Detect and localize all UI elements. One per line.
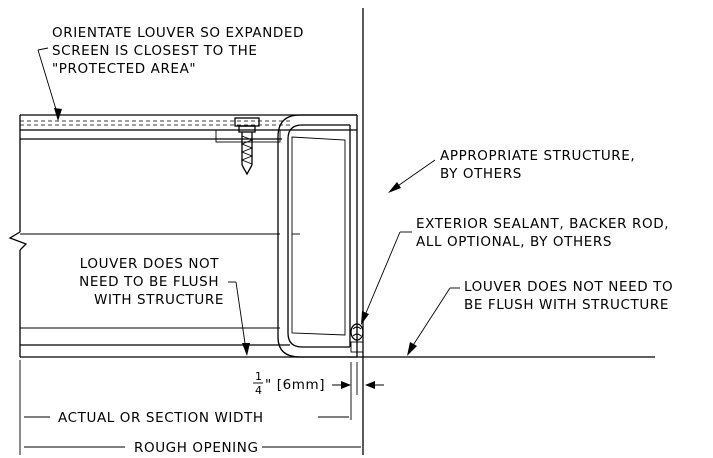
leader-flush-left (228, 281, 250, 356)
note-structure: APPROPRIATE STRUCTURE, BY OTHERS (440, 148, 640, 182)
note-flush-left: LOUVER DOES NOT NEED TO BE FLUSH WITH ST… (79, 256, 224, 308)
screw-fastener (234, 117, 260, 176)
dimension-extensions (19, 360, 358, 455)
louver-body (8, 114, 655, 358)
gap-fraction-numerator: 1 (255, 370, 263, 383)
jamb-frame-channel (277, 114, 358, 358)
gap-fraction-denominator: 4 (255, 384, 263, 397)
leader-flush-right (407, 287, 460, 356)
sealant-bead (350, 323, 364, 353)
gap-dimension (332, 381, 384, 389)
leader-orientate (37, 47, 62, 121)
leader-structure (388, 159, 436, 193)
note-flush-right: LOUVER DOES NOT NEED TO BE FLUSH WITH ST… (464, 279, 678, 313)
note-orientate: ORIENTATE LOUVER SO EXPANDED SCREEN IS C… (52, 25, 309, 77)
gap-dimension-label: " [6mm] (265, 377, 325, 393)
note-sealant: EXTERIOR SEALANT, BACKER ROD, ALL OPTION… (416, 216, 674, 250)
rough-opening-label: ROUGH OPENING (134, 440, 259, 456)
actual-width-label: ACTUAL OR SECTION WIDTH (58, 410, 264, 426)
leader-sealant (361, 231, 412, 325)
